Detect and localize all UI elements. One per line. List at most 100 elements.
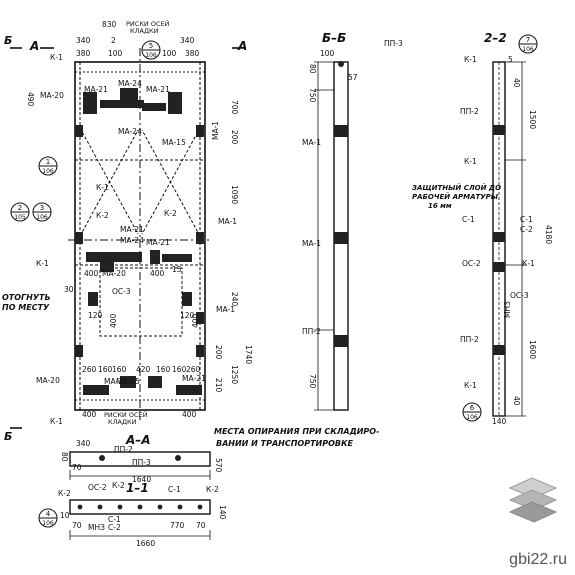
- dim-v490: 490: [26, 92, 35, 107]
- svg-text:4: 4: [46, 510, 51, 518]
- dim-aa-570: 570: [214, 458, 223, 473]
- dim-top-100b: 100: [162, 49, 177, 58]
- dim-120a: 120: [88, 311, 103, 320]
- label-s2-11: С-2: [108, 523, 121, 532]
- label-zash1: ЗАЩИТНЫЙ СЛОЙ ДО: [412, 183, 501, 192]
- dim-400b: 400: [150, 269, 165, 278]
- dim-bb-750a: 750: [308, 88, 317, 103]
- dim-s-1500: 1500: [528, 110, 537, 129]
- detail-callouts: 5 106 1 106 2 105 3 106 7 106 6 106: [10, 34, 538, 528]
- section-b-bottom: Б: [4, 430, 12, 443]
- label-k1-left: К-1: [36, 259, 49, 268]
- dim-s-40a: 40: [512, 78, 521, 88]
- label-s1-11b: С-1: [108, 515, 121, 524]
- svg-text:106: 106: [466, 414, 478, 421]
- label-s1b: С-1: [520, 215, 533, 224]
- dim-400a: 400: [84, 269, 99, 278]
- dim-400d: 400: [191, 313, 200, 328]
- label-ma15b: МА-15: [116, 377, 140, 386]
- label-k1-s1: К-1: [464, 55, 477, 64]
- callout-4-106: 4 106: [38, 508, 58, 528]
- dim-top-380b: 380: [185, 49, 200, 58]
- label-ma21e: МА-21: [182, 374, 206, 383]
- label-ma24a: МА-24: [118, 79, 142, 88]
- dim-s-140: 140: [492, 417, 507, 426]
- label-zash3: 16 мм: [428, 202, 452, 210]
- watermark-text: gbi22.ru: [509, 551, 567, 568]
- svg-text:5: 5: [149, 42, 153, 50]
- dim-bb-100: 100: [320, 49, 335, 58]
- svg-text:106: 106: [42, 520, 54, 527]
- label-ma21c: МА-21: [120, 225, 144, 234]
- dim-v200a: 200: [230, 130, 239, 145]
- dim-v700: 700: [230, 100, 239, 115]
- label-k2-left: К-2: [96, 211, 109, 220]
- dim-11-1660: 1660: [136, 539, 155, 548]
- section-b-top: Б: [4, 34, 12, 47]
- dim-v1250: 1250: [230, 365, 239, 384]
- dim-bb-80: 80: [308, 64, 317, 74]
- label-mnz-11: МНЗ: [88, 523, 105, 532]
- label-kladki: КЛАДКИ: [130, 27, 159, 35]
- label-pp2-aa: ПП-2: [114, 445, 133, 454]
- label-k2-right: К-2: [164, 209, 177, 218]
- dim-top-380a: 380: [76, 49, 91, 58]
- label-os2-11: ОС-2: [88, 483, 107, 492]
- label-k1-bot: К-1: [50, 417, 63, 426]
- dim-15: 15: [172, 265, 182, 274]
- label-k1-s3: К-1: [522, 259, 535, 268]
- label-k2-11b: К-2: [112, 481, 125, 490]
- dim-120b: 120: [180, 311, 195, 320]
- svg-text:106: 106: [522, 46, 534, 53]
- label-s2: С-2: [520, 225, 533, 234]
- dim-b160b: 160: [112, 365, 127, 374]
- dim-v200b: 200: [214, 345, 223, 360]
- dim-top-830: 830: [102, 20, 117, 29]
- label-ma20-mid: МА-20: [102, 269, 126, 278]
- label-po-mestu: ПО МЕСТУ: [2, 303, 50, 312]
- label-kladki-bottom: КЛАДКИ: [108, 418, 137, 426]
- label-k2-11a: К-2: [58, 489, 71, 498]
- dim-aa-70: 70: [72, 463, 82, 472]
- dim-b420: 420: [136, 365, 151, 374]
- section-bb-title: Б–Б: [322, 31, 346, 45]
- label-risky-osey-bottom: РИСКИ ОСЕЙ: [104, 410, 148, 419]
- label-os2-s: ОС-2: [462, 259, 481, 268]
- dim-11-70b: 70: [196, 521, 206, 530]
- label-s1: С-1: [462, 215, 475, 224]
- dim-b160c: 160: [156, 365, 171, 374]
- label-ma1-bb2: МА-1: [302, 239, 321, 248]
- section-11-title: 1–1: [126, 481, 149, 495]
- label-ma21b: МА-21: [146, 85, 170, 94]
- callout-5-106: 5 106: [141, 40, 161, 60]
- svg-text:6: 6: [470, 404, 475, 412]
- label-ma24b: МА-24: [118, 127, 142, 136]
- dim-s-5: 5: [508, 55, 513, 64]
- callout-2-105: 2 105: [10, 202, 30, 222]
- dim-v1090: 1090: [230, 185, 239, 204]
- label-pp2-s1: ПП-2: [460, 107, 479, 116]
- label-pp3: ПП-3: [384, 39, 403, 48]
- section-aa-right: А: [237, 39, 247, 53]
- section-aa-title: А–А: [125, 433, 151, 447]
- label-k1-mid: К-1: [96, 183, 109, 192]
- label-otognut: ОТОГНУТЬ: [2, 293, 51, 302]
- dim-b260b: 260: [186, 365, 201, 374]
- dim-top-2: 2: [111, 36, 116, 45]
- dim-top-340b: 340: [180, 36, 195, 45]
- dim-aa-1640: 1640: [132, 475, 151, 484]
- dim-b400a: 400: [82, 410, 97, 419]
- callout-6-106: 6 106: [462, 402, 482, 422]
- label-pp2-bb: ПП-2: [302, 327, 321, 336]
- label-ma15a: МА-15: [162, 138, 186, 147]
- dim-aa-80: 80: [60, 452, 69, 462]
- dim-v240: 240: [230, 292, 239, 307]
- label-ma20-top: МА-20: [40, 91, 64, 100]
- section-11: [69, 499, 211, 540]
- label-os3: ОС-3: [112, 287, 131, 296]
- dim-b160d: 160: [172, 365, 187, 374]
- label-ma20-bot: МА-20: [36, 376, 60, 385]
- label-pp3-aa: ПП-3: [132, 458, 151, 467]
- dim-v210: 210: [214, 378, 223, 393]
